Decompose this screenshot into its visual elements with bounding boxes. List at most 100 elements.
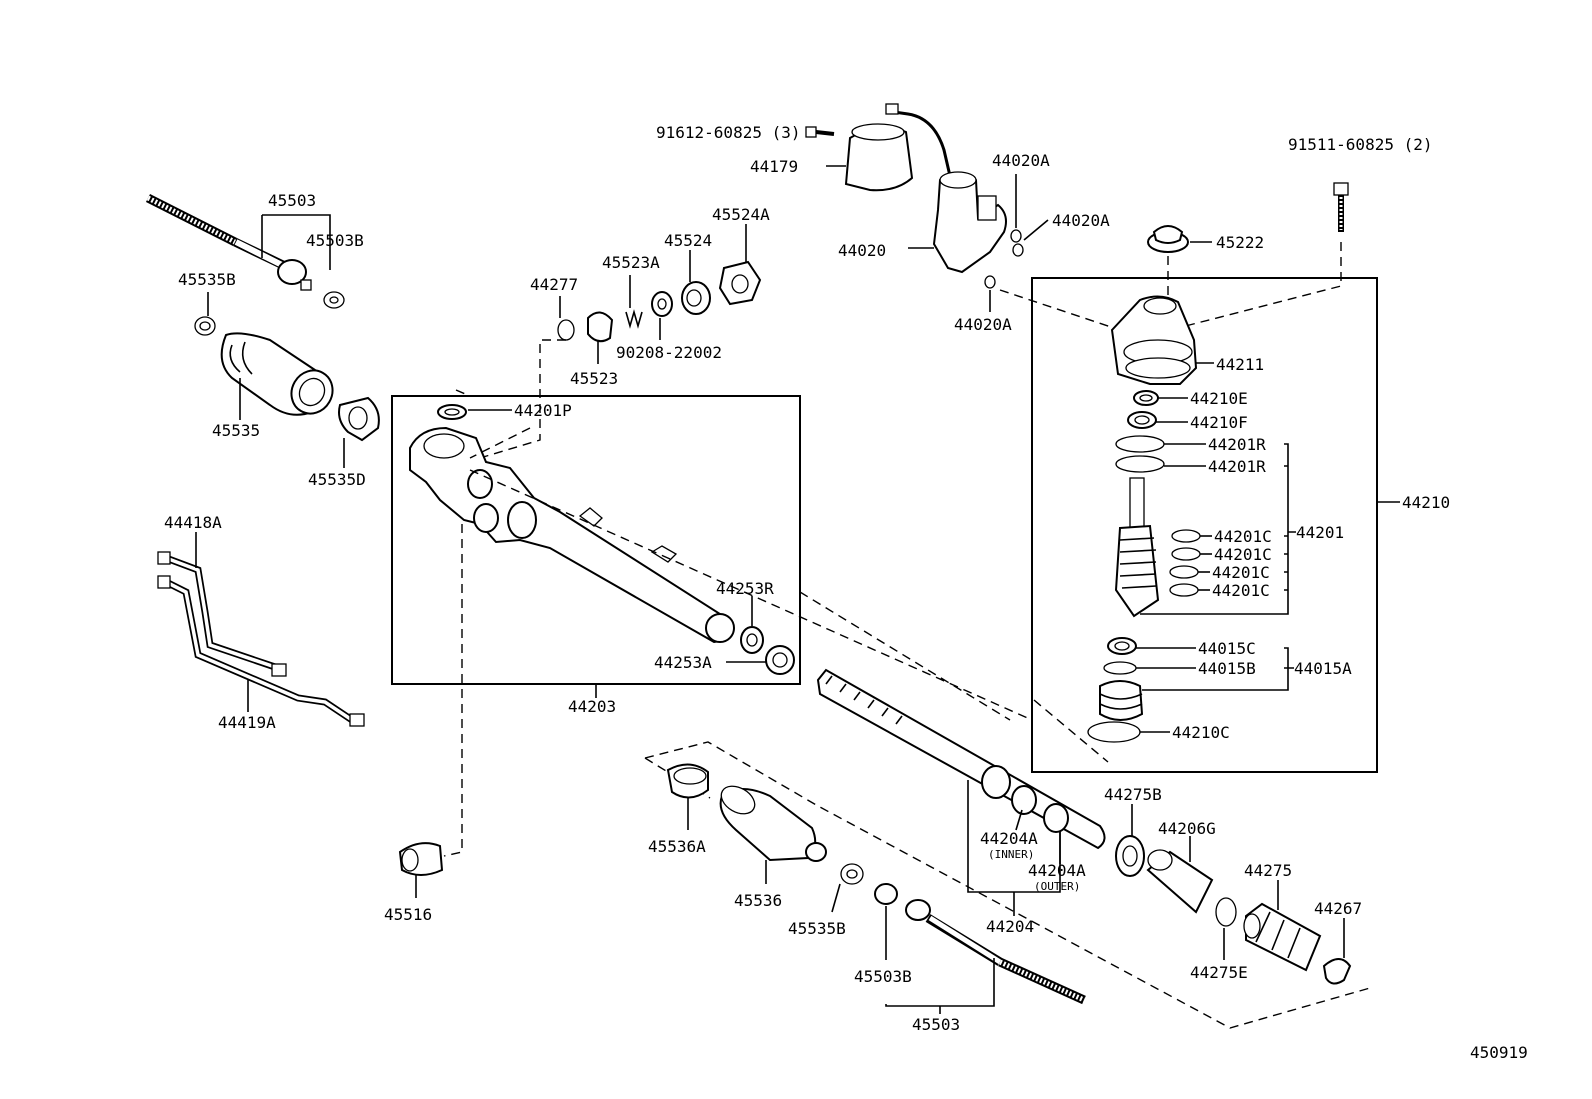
tie-rod-upper-group: [145, 193, 380, 468]
part-labels: 45503 45503B 45535B 45535 45535D 44418A …: [164, 123, 1528, 1062]
boot-clamp-lower: [840, 863, 864, 885]
label-44253R: 44253R: [716, 579, 774, 598]
label-44179: 44179: [750, 157, 798, 176]
label-44275: 44275: [1244, 861, 1292, 880]
label-44201C-a: 44201C: [1214, 527, 1272, 546]
label-44210: 44210: [1402, 493, 1450, 512]
seal-44253A: [765, 645, 795, 675]
label-45503-bottom: 45503: [912, 1015, 960, 1034]
adjuster-parts-group: [479, 224, 762, 459]
rack-boot-upper: [220, 332, 334, 416]
rack-boot-lower: [719, 785, 827, 862]
tube-nut-2: [157, 575, 171, 589]
label-44201: 44201: [1296, 523, 1344, 542]
label-45524: 45524: [664, 231, 712, 250]
seal-44253R: [740, 626, 764, 654]
label-44418A: 44418A: [164, 513, 222, 532]
cap-45524: [681, 281, 711, 315]
tube-nut-4: [349, 713, 365, 727]
bearing-44015A: [1099, 680, 1144, 721]
steering-rack-group: [644, 668, 1371, 1029]
label-45503B-top: 45503B: [306, 231, 364, 250]
label-44253A: 44253A: [654, 653, 712, 672]
label-91612-60825: 91612-60825 (3): [656, 123, 801, 142]
guide-pin-44277: [557, 319, 575, 341]
label-45535B-top: 45535B: [178, 270, 236, 289]
gear-housing-assembly-44203: [391, 389, 1033, 857]
cover-44179: [844, 123, 914, 192]
label-44020A-right: 44020A: [1052, 211, 1110, 230]
label-44020A-top: 44020A: [992, 151, 1050, 170]
label-90208-22002: 90208-22002: [616, 343, 722, 362]
sleeve-44206G: [1146, 849, 1214, 914]
seal-44201P: [437, 404, 467, 420]
label-45516: 45516: [384, 905, 432, 924]
label-44020A-bottom: 44020A: [954, 315, 1012, 334]
valve-housing-44211: [1110, 295, 1198, 385]
label-44203: 44203: [568, 697, 616, 716]
ring-44201R-b: [1115, 455, 1165, 473]
tube-nut-3: [271, 663, 287, 677]
tie-rod-upper: [145, 193, 312, 291]
label-44204A-inner: 44204A: [980, 829, 1038, 848]
tube-nut-1: [157, 551, 171, 565]
label-outer-note: (OUTER): [1034, 880, 1080, 893]
label-44015C: 44015C: [1198, 639, 1256, 658]
pinion-lower-group: [1115, 804, 1352, 985]
bushing-45516: [398, 842, 444, 898]
label-45536: 45536: [734, 891, 782, 910]
bearing-44015C: [1107, 637, 1137, 655]
boot-clip-upper: [338, 396, 380, 442]
label-44419A: 44419A: [218, 713, 276, 732]
plug-44267: [1322, 958, 1352, 985]
label-45503B-bottom: 45503B: [854, 967, 912, 986]
assembly-box-44210: [1031, 277, 1378, 773]
label-45535B-bottom: 45535B: [788, 919, 846, 938]
label-45503-top: 45503: [268, 191, 316, 210]
label-inner-note: (INNER): [988, 848, 1034, 861]
bolt-91511: [1333, 182, 1349, 232]
label-44210F: 44210F: [1190, 413, 1248, 432]
label-44020: 44020: [838, 241, 886, 260]
label-44204: 44204: [986, 917, 1034, 936]
gear-housing: [409, 426, 735, 644]
label-44275B: 44275B: [1104, 785, 1162, 804]
o-ring-44020A-b: [1012, 243, 1024, 257]
label-44210C: 44210C: [1172, 723, 1230, 742]
label-44201R-b: 44201R: [1208, 457, 1266, 476]
dust-seal-45222: [1147, 225, 1189, 253]
bearing-44275B: [1115, 835, 1145, 877]
control-valve-assembly-44210: [1031, 182, 1400, 773]
label-44015B: 44015B: [1198, 659, 1256, 678]
ball-joint-seat-lower: [874, 883, 898, 905]
label-44204A-outer: 44204A: [1028, 861, 1086, 880]
label-44277: 44277: [530, 275, 578, 294]
label-45535D: 45535D: [308, 470, 366, 489]
ring-44201R-a: [1115, 435, 1165, 453]
valve-shaft-44201: [1114, 477, 1160, 618]
label-45523A: 45523A: [602, 253, 660, 272]
drawing-number: 450919: [1470, 1043, 1528, 1062]
label-91511-60825: 91511-60825 (2): [1288, 135, 1433, 154]
spring-45523A: [625, 309, 643, 329]
tie-rod-lower-group: [666, 763, 1086, 1014]
seal-44210F: [1127, 411, 1157, 429]
tie-rod-lower: [905, 899, 1086, 1005]
rack-guide-45523: [587, 311, 614, 343]
label-44201C-c: 44201C: [1212, 563, 1270, 582]
boot-clamp-upper: [194, 316, 216, 336]
bolt-91612: [805, 126, 835, 138]
label-45222: 45222: [1216, 233, 1264, 252]
label-44211: 44211: [1216, 355, 1264, 374]
o-ring-44020A-a: [1010, 229, 1022, 243]
washer-90208: [651, 291, 673, 317]
locknut-45524A: [718, 260, 762, 306]
ring-44210C: [1087, 721, 1141, 743]
ring-44015B: [1103, 661, 1137, 675]
o-ring-44020A-c: [984, 275, 996, 289]
label-45536A: 45536A: [648, 837, 706, 856]
label-44201C-d: 44201C: [1212, 581, 1270, 600]
solenoid-valve-group: [805, 103, 1121, 331]
cylinder-end-44275: [1243, 902, 1322, 972]
